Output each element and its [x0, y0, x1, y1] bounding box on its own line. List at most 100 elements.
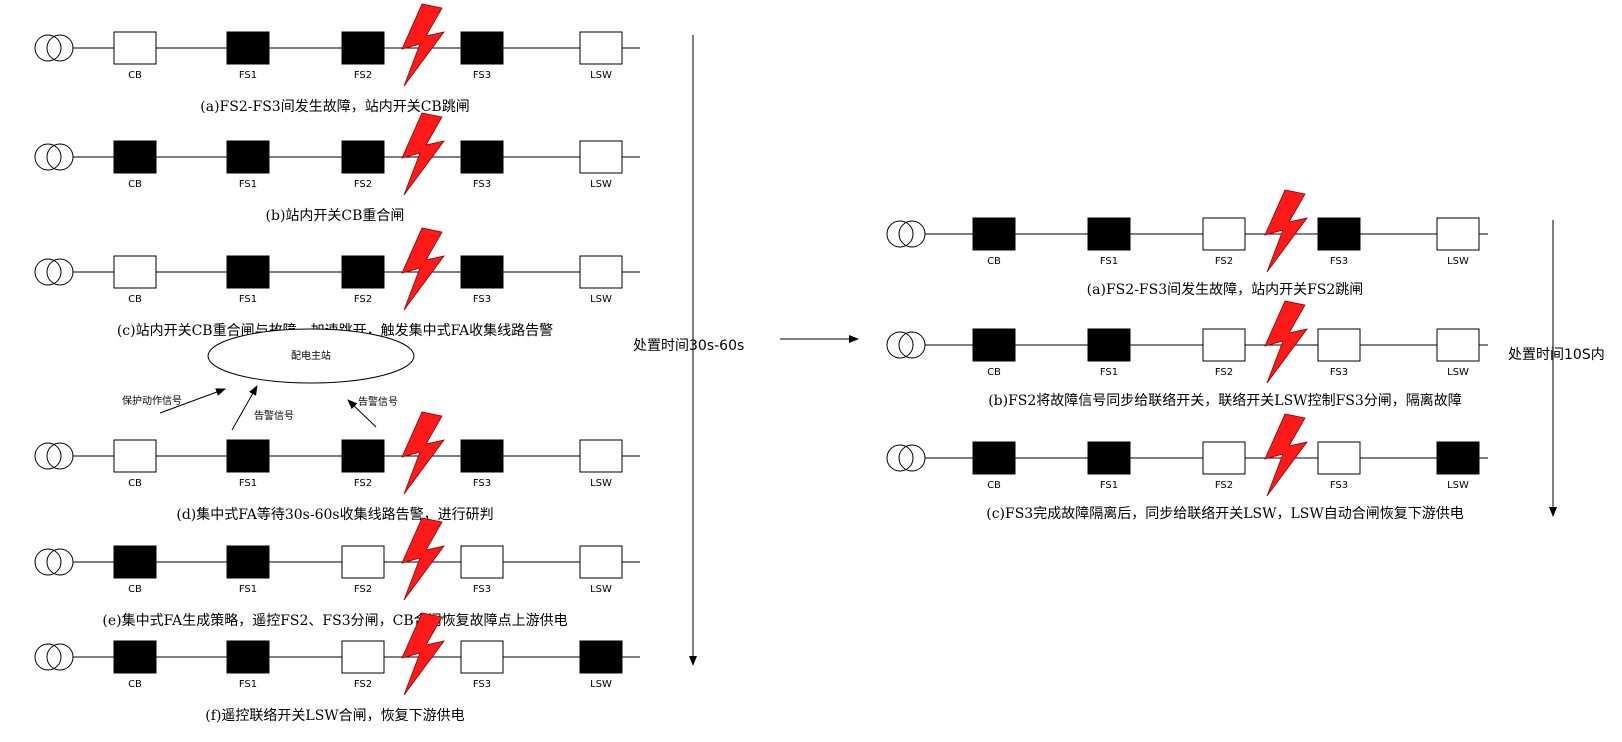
- left-row-1-lightning-bolt-icon: [401, 112, 445, 196]
- left-row-1-switch-label: FS3: [473, 179, 491, 190]
- left-row-2-switch-label: FS3: [473, 294, 491, 305]
- left-row-2-switch-lsw: [579, 255, 623, 289]
- right-row-1-switch-fs2: [1202, 328, 1246, 362]
- right-row-1-switch-fs3: [1317, 328, 1361, 362]
- right-row-0-switch-fs2: [1202, 217, 1246, 251]
- left-row-0-switch-lsw: [579, 31, 623, 65]
- left-row-3-switch-label: FS1: [239, 478, 257, 489]
- right-row-2-switch-fs1: [1087, 441, 1131, 475]
- left-row-0-switch-fs3: [460, 31, 504, 65]
- alarm-signal-label-1: 告警信号: [254, 409, 294, 422]
- left-row-3-switch-label: CB: [128, 478, 142, 489]
- left-row-1-transformer-icon: [34, 143, 74, 171]
- left-row-5-switch-label: CB: [128, 679, 142, 690]
- left-row-0-switch-label: FS3: [473, 70, 491, 81]
- right-row-0-switch-lsw: [1436, 217, 1480, 251]
- left-row-1-switch-fs3: [460, 140, 504, 174]
- right-row-1-caption: (b)FS2将故障信号同步给联络开关，联络开关LSW控制FS3分闸，隔离故障: [988, 392, 1462, 409]
- right-row-2-switch-label: FS1: [1100, 480, 1118, 491]
- right-row-2-transformer-icon: [886, 444, 926, 472]
- left-time-label: 处置时间30s-60s: [633, 338, 744, 354]
- right-row-1-switch-fs1: [1087, 328, 1131, 362]
- left-row-2-lightning-bolt-icon: [401, 227, 445, 311]
- right-row-0-switch-label: FS2: [1215, 256, 1233, 267]
- right-row-2-switch-label: FS2: [1215, 480, 1233, 491]
- right-row-1-switch-label: FS1: [1100, 367, 1118, 378]
- right-row-2-switch-label: LSW: [1447, 480, 1469, 491]
- left-row-4-lightning-bolt-icon: [401, 517, 445, 601]
- left-row-4-switch-fs2: [341, 545, 385, 579]
- alarm-signal-arrow-1: [231, 385, 258, 431]
- left-row-2: CBFS1FS2FS3LSW(c)站内开关CB重合闸与故障，加速跳开，触发集中式…: [34, 227, 640, 339]
- master-station-ellipse: [207, 328, 415, 384]
- right-row-2-switch-fs3: [1317, 441, 1361, 475]
- left-row-4-switch-label: FS1: [239, 584, 257, 595]
- right-row-1-switch-label: FS3: [1330, 367, 1348, 378]
- left-row-0-lightning-bolt-icon: [401, 3, 445, 87]
- left-row-5-switch-label: FS3: [473, 679, 491, 690]
- right-row-2-switch-label: FS3: [1330, 480, 1348, 491]
- right-row-1-switch-cb: [972, 328, 1016, 362]
- left-row-0-switch-label: CB: [128, 70, 142, 81]
- left-row-0-switch-fs2: [341, 31, 385, 65]
- right-row-0-lightning-bolt-icon: [1264, 189, 1308, 273]
- left-row-4-transformer-icon: [34, 548, 74, 576]
- left-row-2-switch-fs3: [460, 255, 504, 289]
- right-row-0-transformer-icon: [886, 220, 926, 248]
- left-row-3-caption: (d)集中式FA等待30s-60s收集线路告警，进行研判: [176, 506, 493, 523]
- alarm-signal-arrow-2: [347, 399, 377, 428]
- left-row-3-transformer-icon: [34, 442, 74, 470]
- right-time-label: 处置时间10S内: [1508, 347, 1605, 363]
- left-row-3-switch-lsw: [579, 439, 623, 473]
- right-row-2-switch-lsw: [1436, 441, 1480, 475]
- right-row-1-switch-label: LSW: [1447, 367, 1469, 378]
- left-row-5-transformer-icon: [34, 643, 74, 671]
- right-row-1-switch-lsw: [1436, 328, 1480, 362]
- left-row-1-switch-lsw: [579, 140, 623, 174]
- left-row-5-switch-label: FS2: [354, 679, 372, 690]
- left-row-1-caption: (b)站内开关CB重合闸: [266, 208, 405, 224]
- protection-signal-arrow: [159, 388, 226, 414]
- right-row-0-switch-fs3: [1317, 217, 1361, 251]
- left-row-0-switch-label: FS2: [354, 70, 372, 81]
- right-row-0-switch-label: CB: [987, 256, 1001, 267]
- left-row-2-switch-cb: [113, 255, 157, 289]
- right-row-0-switch-label: FS3: [1330, 256, 1348, 267]
- left-row-3-switch-cb: [113, 439, 157, 473]
- left-row-2-switch-fs2: [341, 255, 385, 289]
- left-row-5-caption: (f)遥控联络开关LSW合闸，恢复下游供电: [205, 707, 464, 724]
- left-row-3-switch-label: FS2: [354, 478, 372, 489]
- left-row-3-switch-fs3: [460, 439, 504, 473]
- right-row-2-switch-cb: [972, 441, 1016, 475]
- left-row-0-switch-label: LSW: [590, 70, 612, 81]
- right-row-0-switch-cb: [972, 217, 1016, 251]
- left-row-5-switch-label: FS1: [239, 679, 257, 690]
- left-row-5-switch-fs2: [341, 640, 385, 674]
- right-row-2-switch-fs2: [1202, 441, 1246, 475]
- left-row-5-switch-fs1: [226, 640, 270, 674]
- left-row-0-transformer-icon: [34, 34, 74, 62]
- left-row-1-switch-label: FS1: [239, 179, 257, 190]
- left-row-1-switch-label: CB: [128, 179, 142, 190]
- right-row-1-lightning-bolt-icon: [1264, 300, 1308, 384]
- left-row-3-switch-fs1: [226, 439, 270, 473]
- left-row-2-switch-label: CB: [128, 294, 142, 305]
- left-row-2-switch-label: FS1: [239, 294, 257, 305]
- left-row-3-switch-fs2: [341, 439, 385, 473]
- right-row-0-caption: (a)FS2-FS3间发生故障，站内开关FS2跳闸: [1087, 282, 1364, 298]
- right-row-1-switch-label: FS2: [1215, 367, 1233, 378]
- right-row-0-switch-fs1: [1087, 217, 1131, 251]
- left-row-4-switch-fs3: [460, 545, 504, 579]
- right-row-2-caption: (c)FS3完成故障隔离后，同步给联络开关LSW，LSW自动合闸恢复下游供电: [986, 505, 1464, 522]
- protection-signal-label: 保护动作信号: [122, 394, 182, 407]
- left-row-0-switch-cb: [113, 31, 157, 65]
